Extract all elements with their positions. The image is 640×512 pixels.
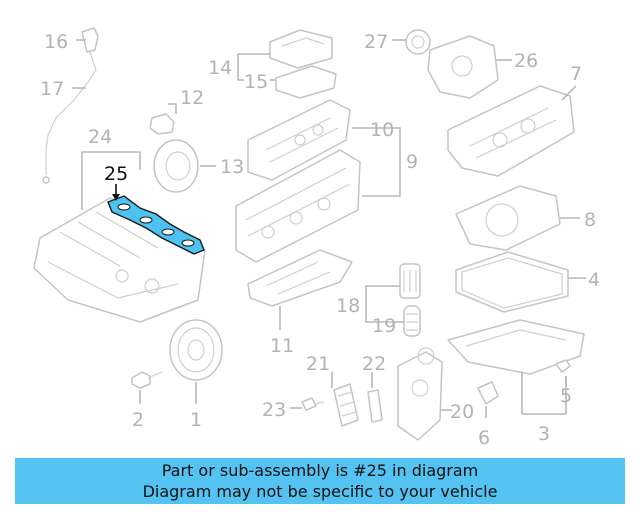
oil-filter <box>399 263 421 337</box>
oil-cooler <box>333 383 359 427</box>
callout-22: 22 <box>362 353 386 375</box>
callout-20: 20 <box>450 401 474 423</box>
callout-9: 9 <box>406 151 418 173</box>
pump-housing <box>427 35 499 99</box>
oil-pan <box>447 319 585 375</box>
cylinder-head <box>235 149 361 263</box>
callout-5: 5 <box>560 385 572 407</box>
oil-level-sensor <box>477 381 499 405</box>
valve-cover <box>247 99 351 181</box>
callout-16: 16 <box>44 31 68 53</box>
callout-19: 19 <box>372 315 396 337</box>
callout-26: 26 <box>514 50 538 72</box>
callout-27: 27 <box>364 31 388 53</box>
callout-17: 17 <box>40 78 64 100</box>
callout-21: 21 <box>306 353 330 375</box>
crankshaft-pulley <box>169 319 223 381</box>
upper-cover-15 <box>275 65 337 99</box>
callout-14: 14 <box>208 57 232 79</box>
callout-15: 15 <box>244 71 268 93</box>
callout-1: 1 <box>190 409 202 431</box>
callout-18: 18 <box>336 295 360 317</box>
lower-crankcase <box>455 185 561 251</box>
cooler-gasket <box>367 389 383 423</box>
oil-filter-housing <box>397 347 443 441</box>
callout-8: 8 <box>584 209 596 231</box>
callout-2: 2 <box>132 409 144 431</box>
callout-10: 10 <box>370 119 394 141</box>
drain-plug <box>555 359 571 373</box>
dipstick-assembly <box>42 27 99 184</box>
cooler-bolt <box>301 397 325 411</box>
callout-3: 3 <box>538 423 550 445</box>
callout-4: 4 <box>588 269 600 291</box>
callout-23: 23 <box>262 399 286 421</box>
callout-12: 12 <box>180 87 204 109</box>
pulley-bolt <box>131 371 163 389</box>
pump-gasket <box>405 29 431 55</box>
intake-gasket-highlighted <box>107 195 205 255</box>
parts-diagram: 16 17 24 25 12 13 14 15 <box>33 27 600 449</box>
upper-cover-14 <box>269 29 333 69</box>
head-gasket <box>247 249 353 307</box>
engine-block <box>447 85 575 177</box>
banner-line-1: Part or sub-assembly is #25 in diagram <box>161 461 479 480</box>
timing-cover <box>149 113 199 193</box>
oil-pan-gasket <box>455 251 569 313</box>
callout-24: 24 <box>88 126 112 148</box>
callout-13: 13 <box>220 156 244 178</box>
callout-25: 25 <box>104 163 128 185</box>
intake-manifold <box>33 197 206 323</box>
banner-line-2: Diagram may not be specific to your vehi… <box>142 482 498 501</box>
callout-6: 6 <box>478 427 490 449</box>
callout-11: 11 <box>270 335 294 357</box>
info-banner: Part or sub-assembly is #25 in diagram D… <box>15 458 625 504</box>
callout-7: 7 <box>570 63 582 85</box>
